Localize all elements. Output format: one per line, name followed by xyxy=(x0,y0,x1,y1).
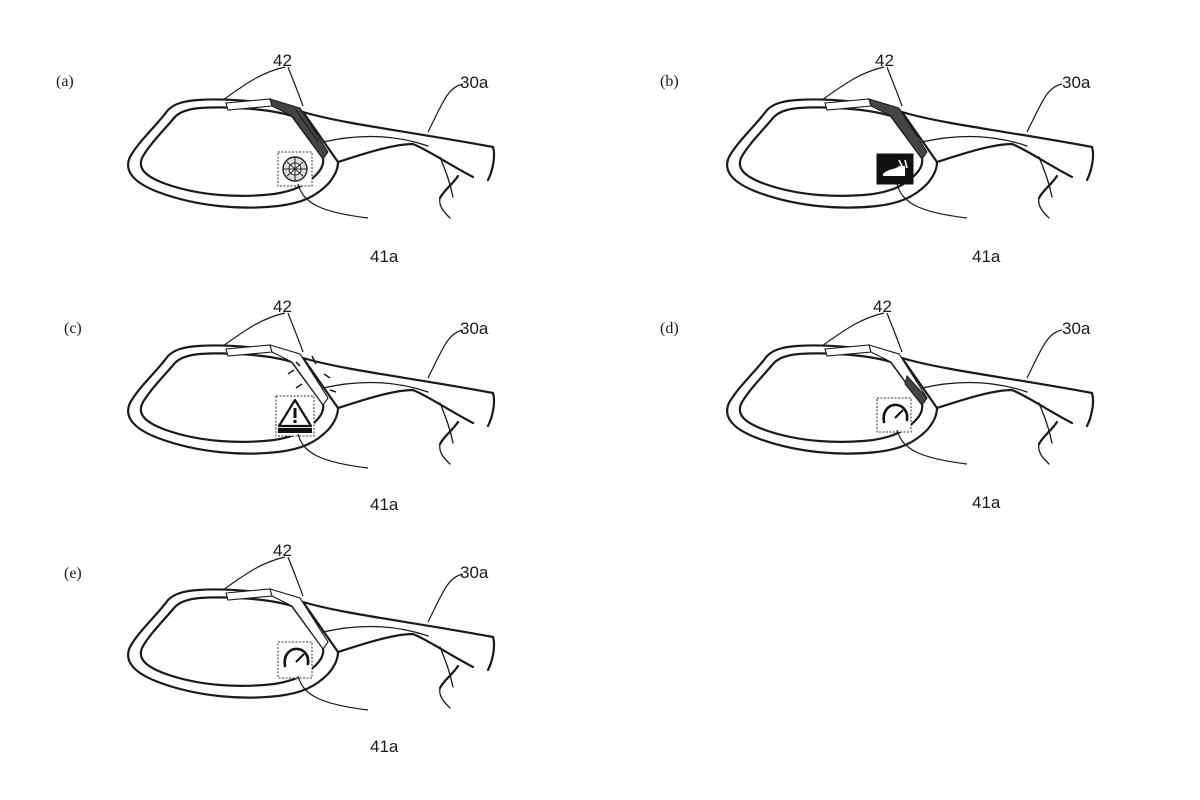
label-42-c: 42 xyxy=(273,297,292,316)
panel-label-e: (e) xyxy=(64,565,82,582)
tire-pressure-icon xyxy=(282,156,308,182)
label-41a-c: 41a xyxy=(370,495,399,514)
panel-b xyxy=(726,66,1095,220)
panel-a xyxy=(127,66,496,220)
warning-triangle-icon xyxy=(277,398,313,433)
turn-signal-strip xyxy=(824,98,928,160)
panel-d xyxy=(726,312,1095,466)
turn-signal-strip xyxy=(225,98,329,160)
label-42-d: 42 xyxy=(873,297,892,316)
icon-display xyxy=(275,395,315,437)
icon-display xyxy=(876,153,914,185)
label-41a-b: 41a xyxy=(972,247,1001,266)
label-42-e: 42 xyxy=(273,541,292,560)
turn-signal-strip xyxy=(225,344,337,406)
panel-label-c: (c) xyxy=(64,320,82,337)
label-30a-c: 30a xyxy=(460,319,489,338)
speed-gauge-icon xyxy=(283,647,310,668)
label-42-a: 42 xyxy=(273,51,292,70)
label-30a-a: 30a xyxy=(460,73,489,92)
label-30a-b: 30a xyxy=(1062,73,1091,92)
label-41a-a: 41a xyxy=(370,247,399,266)
label-41a-e: 41a xyxy=(370,737,399,756)
label-41a-d: 41a xyxy=(972,493,1001,512)
label-30a-e: 30a xyxy=(460,563,489,582)
label-30a-d: 30a xyxy=(1062,319,1091,338)
panel-label-b: (b) xyxy=(660,73,679,90)
panel-label-d: (d) xyxy=(660,320,679,337)
icon-display xyxy=(876,397,912,433)
turn-signal-strip xyxy=(824,344,928,406)
panel-label-a: (a) xyxy=(56,73,74,90)
panel-c xyxy=(127,312,496,469)
lane-departure-icon xyxy=(881,158,909,180)
speed-gauge-icon xyxy=(882,403,909,424)
label-42-b: 42 xyxy=(875,51,894,70)
panel-e xyxy=(127,556,496,711)
icon-display xyxy=(277,151,313,187)
turn-signal-strip xyxy=(225,588,329,650)
icon-display xyxy=(277,641,313,679)
